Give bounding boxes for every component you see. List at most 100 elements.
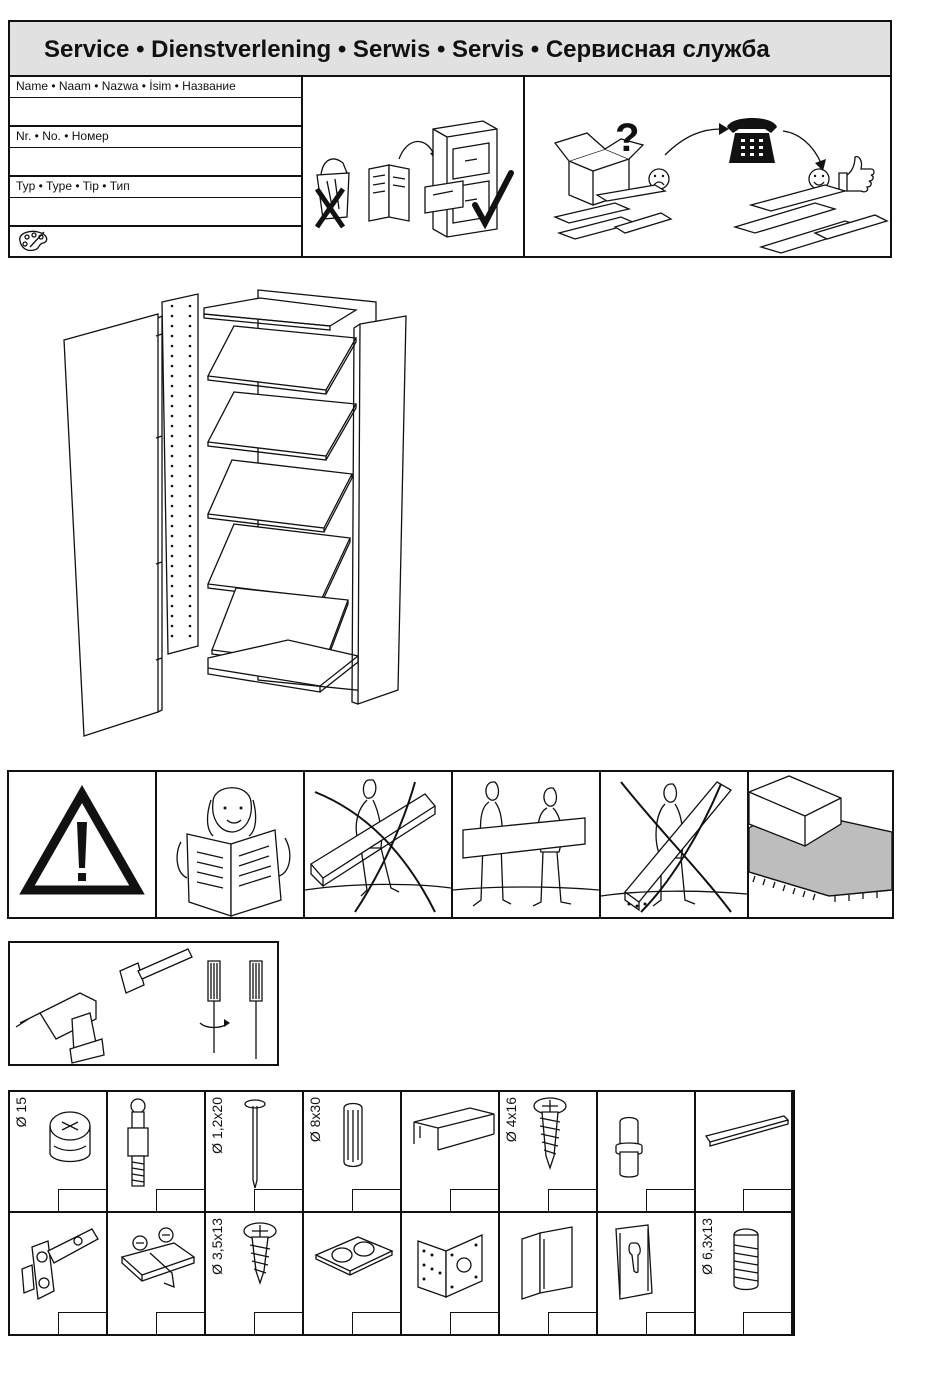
part-cell: Ø 3,5x13 (206, 1213, 304, 1334)
part-cell (108, 1092, 206, 1213)
no-single-lift-icon (305, 772, 451, 917)
panel-hole (189, 505, 192, 508)
read-instructions-cell (157, 772, 305, 917)
keep-documents-illustration (303, 77, 525, 256)
panel-hole (171, 635, 174, 638)
part-cell (402, 1092, 500, 1213)
panel-hole (171, 595, 174, 598)
panel-hole (189, 515, 192, 518)
part-cell (598, 1092, 696, 1213)
part-cell (304, 1213, 402, 1334)
panel-hole (171, 425, 174, 428)
cam-bolt-icon (118, 1096, 158, 1192)
panel-hole (171, 585, 174, 588)
panel-hole (171, 525, 174, 528)
panel-hole (189, 315, 192, 318)
panel-hole (189, 455, 192, 458)
part-cell (108, 1213, 206, 1334)
panel-hole (171, 325, 174, 328)
quantity-box (646, 1312, 694, 1334)
panel-hole (189, 495, 192, 498)
panel-hole (189, 635, 192, 638)
required-tools (8, 941, 279, 1066)
part-cell (696, 1092, 793, 1213)
panel-hole (171, 545, 174, 548)
quantity-box (352, 1189, 400, 1211)
part-size-label: Ø 8x30 (307, 1097, 323, 1142)
panel-hole (171, 485, 174, 488)
panel-hole (171, 395, 174, 398)
panel-hole (189, 305, 192, 308)
panel-hole (189, 595, 192, 598)
safety-warnings (7, 770, 894, 919)
number-field[interactable]: Nr. • No. • Номер (10, 127, 303, 177)
type-field[interactable]: Typ • Type • Tip • Тип (10, 177, 303, 227)
part-size-label: Ø 3,5x13 (209, 1218, 225, 1275)
part-cell: Ø 1,2x20 (206, 1092, 304, 1213)
name-input[interactable] (10, 97, 303, 127)
bumper-pads-icon (312, 1231, 396, 1281)
panel-hole (189, 355, 192, 358)
quantity-box (156, 1312, 204, 1334)
quantity-box (548, 1189, 596, 1211)
number-input[interactable] (10, 147, 303, 177)
panel-hole (189, 465, 192, 468)
number-label: Nr. • No. • Номер (16, 129, 109, 143)
panel-hole (189, 385, 192, 388)
service-title-bar: Service • Dienstverlening • Serwis • Ser… (10, 22, 890, 77)
type-input[interactable] (10, 197, 303, 227)
quantity-box (254, 1189, 302, 1211)
nail-icon (240, 1096, 270, 1192)
part-cell: Ø 8x30 (304, 1092, 402, 1213)
cabinet-exploded-view (58, 288, 418, 740)
no-single-lift-cell (305, 772, 453, 917)
rail-icon (702, 1112, 790, 1152)
hardware-parts-grid: Ø 15 Ø 1,2x20 Ø 8x30 (8, 1090, 795, 1336)
service-form: Name • Naam • Nazwa • İsim • Название Nr… (10, 77, 303, 256)
part-cell (402, 1213, 500, 1334)
panel-hole (189, 325, 192, 328)
panel-hole (189, 615, 192, 618)
two-person-lift-cell (453, 772, 601, 917)
panel-hole (189, 395, 192, 398)
panel-hole (171, 405, 174, 408)
service-panel: Service • Dienstverlening • Serwis • Ser… (8, 20, 892, 258)
part-size-label: Ø 4x16 (503, 1097, 519, 1142)
panel-hole (189, 375, 192, 378)
use-soft-surface-cell (749, 772, 892, 917)
panel-hole (171, 315, 174, 318)
part-cell: Ø 4x16 (500, 1092, 598, 1213)
panel-hole (171, 305, 174, 308)
screw-icon (530, 1096, 570, 1172)
panel-hole (189, 345, 192, 348)
read-instructions-icon (157, 772, 303, 917)
cam-lock-icon (40, 1102, 100, 1182)
part-size-label: Ø 6,3x13 (699, 1218, 715, 1275)
panel-hole (189, 525, 192, 528)
panel-hole (171, 515, 174, 518)
hinge-plate-icon (114, 1223, 200, 1293)
soft-surface-icon (749, 772, 892, 917)
angle-bracket-icon (412, 1225, 492, 1305)
panel-hole (189, 435, 192, 438)
panel-hole (171, 375, 174, 378)
quantity-box (254, 1312, 302, 1334)
panel-hole (171, 355, 174, 358)
panel-hole (189, 605, 192, 608)
drill-icon (16, 993, 104, 1063)
panel-hole (171, 565, 174, 568)
panel-hole (189, 365, 192, 368)
panel-hole (171, 345, 174, 348)
panel-hole (189, 575, 192, 578)
panel-hole (189, 625, 192, 628)
panel-hole (189, 565, 192, 568)
name-field[interactable]: Name • Naam • Nazwa • İsim • Название (10, 77, 303, 127)
no-upright-carry-icon (601, 772, 747, 917)
panel-hole (189, 545, 192, 548)
panel-hole (171, 505, 174, 508)
quantity-box (450, 1312, 498, 1334)
quantity-box (58, 1189, 106, 1211)
warning-cell (9, 772, 157, 917)
panel-hole (171, 575, 174, 578)
part-size-label: Ø 15 (13, 1097, 29, 1127)
